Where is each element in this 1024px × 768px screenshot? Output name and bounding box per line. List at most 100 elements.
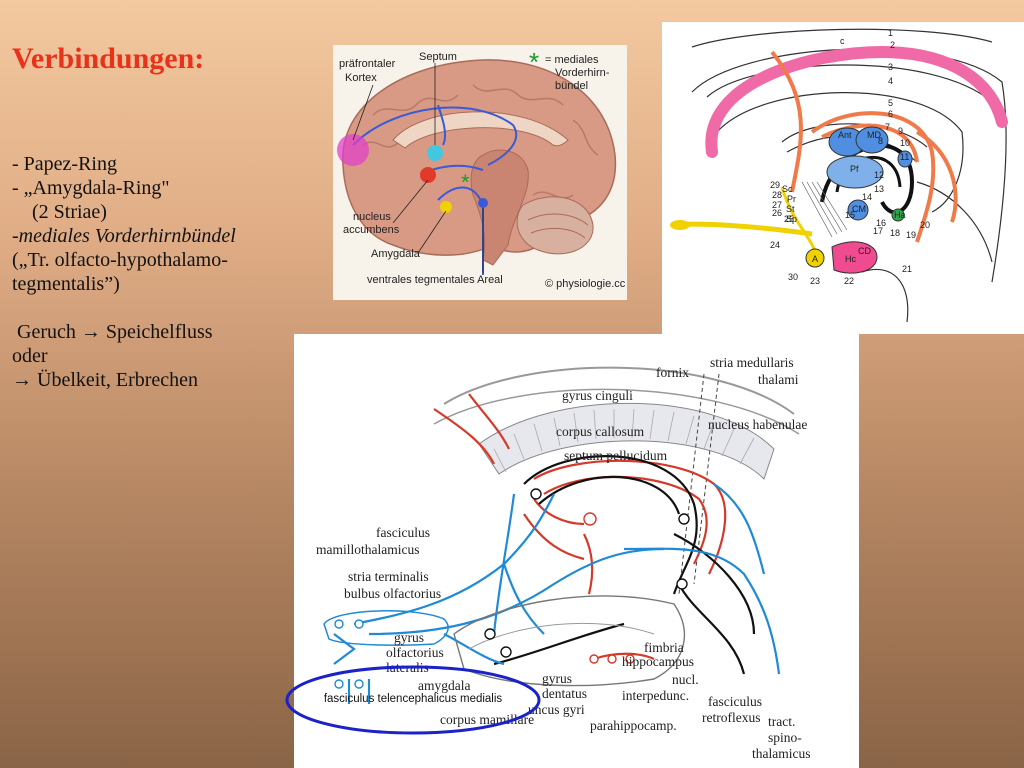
schematic-number: 2	[890, 40, 895, 50]
bullet-line: tegmentalis”)	[12, 273, 120, 295]
schematic-region-label: Sc	[782, 184, 793, 194]
schematic-number: 19	[906, 230, 916, 240]
label-kortex: Kortex	[345, 72, 377, 84]
schematic-number: 15	[845, 210, 855, 220]
label-nucleus-habenulae: nucleus habenulae	[708, 417, 807, 432]
label-corpus-mamillare: corpus mamillare	[440, 712, 534, 727]
label-mamillothalamicus: mamillothalamicus	[316, 542, 419, 557]
schematic-number: 23	[810, 276, 820, 286]
label-fasciculus-retro: fasciculus	[708, 694, 762, 709]
schematic-region-label: Hc	[845, 254, 856, 264]
label-amygdala: Amygdala	[371, 248, 421, 260]
label-nucleus: nucleus	[353, 211, 391, 223]
pathway-diagram-figure: fornix stria medullaris thalami gyrus ci…	[294, 334, 859, 768]
bullet-line: - Papez-Ring	[12, 153, 117, 175]
schematic-number: 8	[878, 136, 883, 146]
schematic-number: 28	[772, 190, 782, 200]
highlight-label: fasciculus telencephalicus medialis	[324, 693, 503, 705]
schematic-number: 25	[784, 214, 794, 224]
bullet-list: - Papez-Ring- „Amygdala-Ring" (2 Striae)…	[12, 152, 302, 392]
schematic-region-label: Sp	[786, 214, 797, 224]
legend-line-2: Vorderhirn-	[555, 67, 610, 79]
schematic-number: 12	[874, 170, 884, 180]
bullet-line: - „Amygdala-Ring"	[12, 177, 170, 199]
label-olfactorius: olfactorius	[386, 645, 444, 660]
schematic-region-label: MD	[867, 130, 881, 140]
slide-title: Verbindungen:	[12, 42, 205, 75]
legend-line-1: = mediales	[545, 54, 599, 66]
legend-line-3: bündel	[555, 80, 588, 92]
schematic-region-label: Pf	[850, 164, 859, 174]
schematic-number: 27	[772, 200, 782, 210]
schematic-number: 24	[770, 240, 780, 250]
schematic-number: 16	[876, 218, 886, 228]
bullet-line: oder	[12, 345, 48, 367]
schematic-number: 29	[770, 180, 780, 190]
schematic-number: 18	[890, 228, 900, 238]
label-stria-terminalis: stria terminalis	[348, 569, 429, 584]
label-stria-medullaris: stria medullaris	[710, 355, 794, 370]
label-septum: Septum	[419, 51, 457, 63]
label-fimbria: fimbria	[644, 640, 684, 655]
star-marker: *	[461, 170, 470, 195]
schematic-region-label: Ha	[894, 210, 906, 220]
label-thalamicus: thalamicus	[752, 746, 810, 761]
label-thalami: thalami	[758, 372, 799, 387]
schematic-number: 1	[888, 28, 893, 38]
schematic-region-label: c	[840, 36, 845, 46]
schematic-number: 11	[900, 152, 909, 162]
schematic-number: 20	[920, 220, 930, 230]
schematic-region-label: Ant	[838, 130, 852, 140]
bullet-line: („Tr. olfacto-hypothalamo-	[12, 249, 228, 271]
label-septum-pellucidum: septum pellucidum	[564, 448, 668, 463]
label-interpedunc: interpedunc.	[622, 688, 689, 703]
label-gyrus-dent: gyrus	[542, 671, 572, 686]
schematic-number: 9	[898, 126, 903, 136]
label-fasciculus-mam: fasciculus	[376, 525, 430, 540]
schematic-number: 6	[888, 109, 893, 119]
schematic-region-label: CD	[858, 246, 871, 256]
label-gyrus-olf: gyrus	[394, 630, 424, 645]
label-gyrus-cinguli: gyrus cinguli	[562, 388, 633, 403]
brain-sagittal-figure: * präfrontaler Kortex Septum * = mediale…	[333, 45, 627, 300]
label-nucl: nucl.	[672, 672, 699, 687]
schematic-number: 26	[772, 208, 782, 218]
label-uncus: uncus gyri	[528, 702, 585, 717]
schematic-region-label: St	[786, 204, 795, 214]
label-amygdala: amygdala	[418, 678, 470, 693]
label-hippocampus: hippocampus	[622, 654, 694, 669]
label-praefrontal: präfrontaler	[339, 58, 396, 70]
bullet-line: → Übelkeit, Erbrechen	[12, 369, 199, 391]
copyright: © physiologie.cc	[545, 278, 626, 290]
bullet-line: Geruch → Speichelfluss	[12, 321, 213, 343]
schematic-number: 4	[888, 76, 893, 86]
label-retroflexus: retroflexus	[702, 710, 760, 725]
label-corpus-callosum: corpus callosum	[556, 424, 645, 439]
label-parahippocamp: parahippocamp.	[590, 718, 677, 733]
label-tract: tract.	[768, 714, 795, 729]
label-accumbens: accumbens	[343, 224, 400, 236]
schematic-number: 3	[888, 62, 893, 72]
label-spino: spino-	[768, 730, 802, 745]
schematic-number: 7	[885, 122, 890, 132]
schematic-number: 17	[873, 226, 883, 236]
label-dentatus: dentatus	[542, 686, 587, 701]
schematic-number: 14	[862, 192, 872, 202]
label-bulbus-olfactorius: bulbus olfactorius	[344, 586, 441, 601]
bullet-line: -mediales Vorderhirnbündel	[12, 225, 236, 247]
highlight-ellipse: fasciculus telencephalicus medialis	[285, 665, 541, 735]
bullet-line: (2 Striae)	[12, 201, 107, 223]
schematic-number: 30	[788, 272, 798, 282]
schematic-number: 10	[900, 138, 910, 148]
schematic-number: 21	[902, 264, 912, 274]
schematic-number: 22	[844, 276, 854, 286]
label-fornix: fornix	[656, 365, 689, 380]
schematic-region-label: A	[812, 254, 818, 264]
schematic-region-label: Pr	[787, 194, 796, 204]
legend-star: *	[529, 47, 539, 77]
schematic-number: 13	[874, 184, 884, 194]
label-vta: ventrales tegmentales Areal	[367, 274, 503, 286]
schematic-region-label: CM	[852, 204, 866, 214]
bullet-line	[12, 296, 302, 320]
